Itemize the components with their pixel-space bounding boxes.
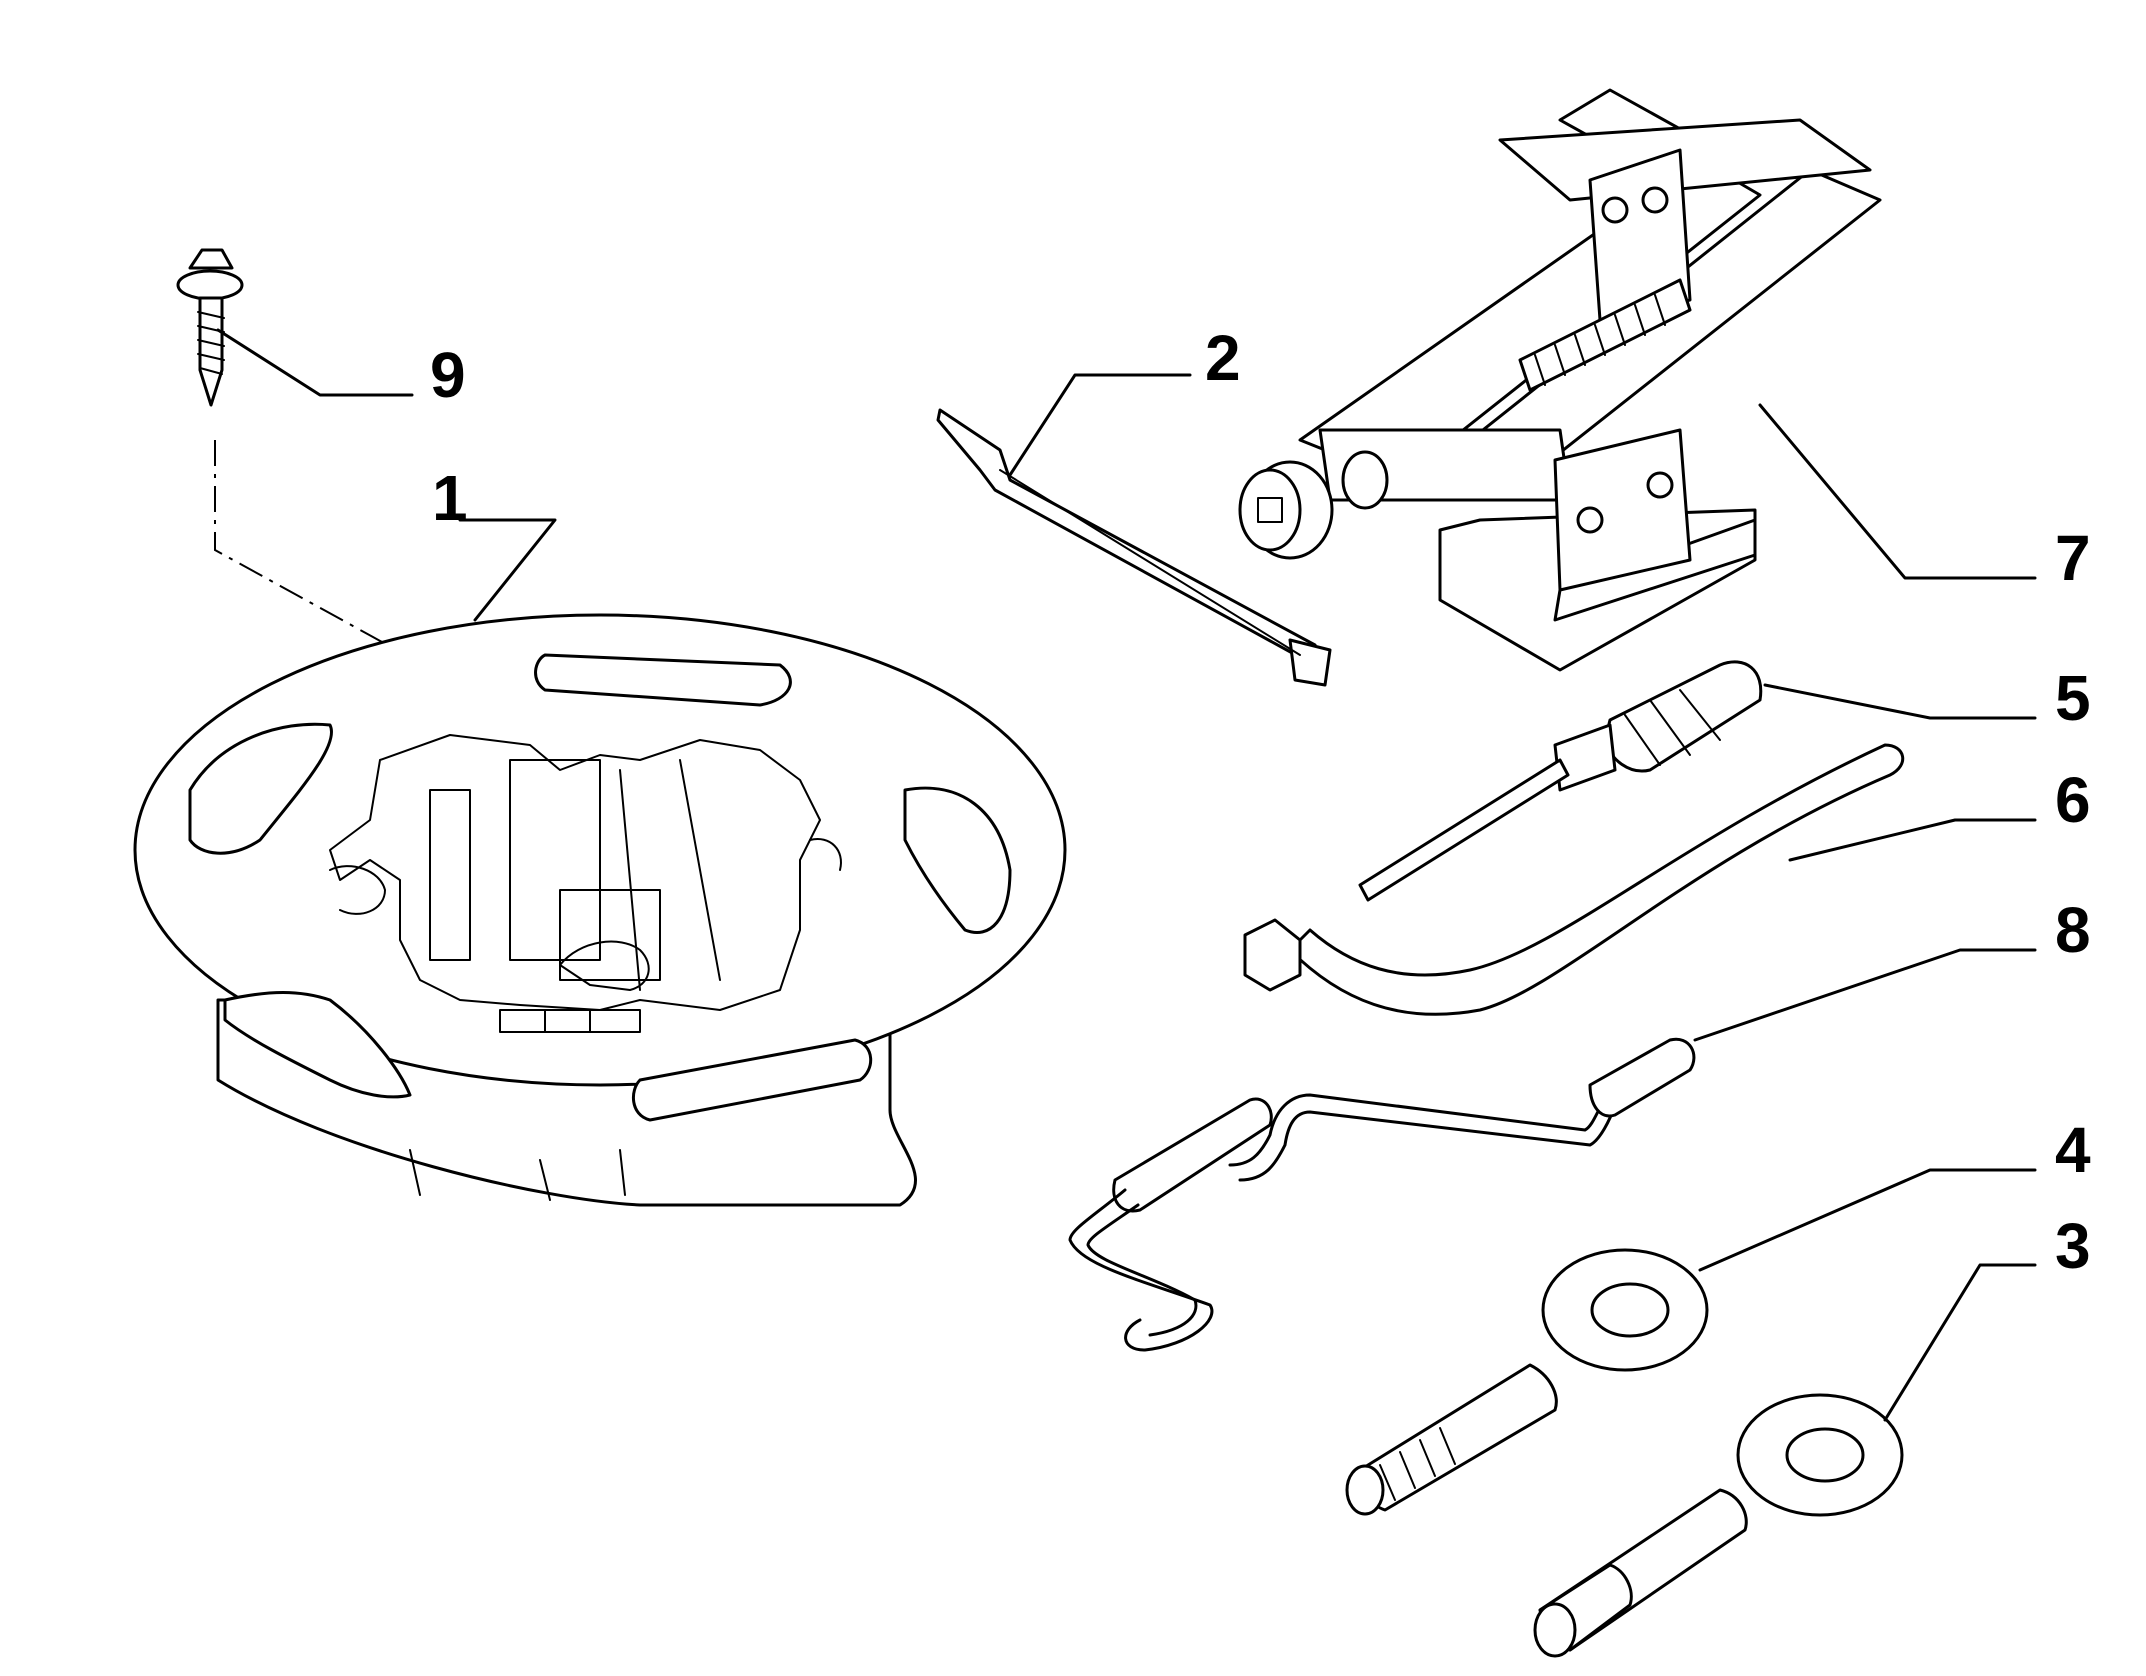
callout-8: 8 — [2055, 894, 2091, 966]
leader-line-7 — [1758, 403, 2037, 580]
callout-2: 2 — [1205, 322, 1241, 394]
screw-part — [176, 248, 244, 407]
callout-6: 6 — [2055, 764, 2091, 836]
cable-tie-part — [936, 408, 1332, 687]
leader-line-1 — [458, 518, 557, 622]
callout-3: 3 — [2055, 1210, 2091, 1282]
crank-handle-part — [1068, 1037, 1696, 1352]
wheel-brace-part — [1243, 743, 1904, 1016]
leader-lines — [216, 328, 2037, 1422]
callout-7: 7 — [2055, 522, 2091, 594]
leader-line-8 — [1693, 948, 2037, 1042]
callout-5: 5 — [2055, 662, 2091, 734]
towing-eye-sleeve-part — [1533, 1393, 1904, 1658]
leader-line-4 — [1698, 1168, 2037, 1272]
scissor-jack-part — [1238, 88, 1882, 672]
callout-1: 1 — [432, 462, 468, 534]
callout-9: 9 — [430, 339, 466, 411]
screwdriver-part — [1358, 660, 1763, 902]
leader-line-2 — [1008, 373, 1192, 477]
leader-line-5 — [1763, 683, 2037, 720]
leader-line-6 — [1788, 818, 2037, 862]
wheel-tray-part — [133, 613, 1067, 1207]
callout-4: 4 — [2055, 1114, 2091, 1186]
towing-eye-threaded-part — [1345, 1248, 1709, 1516]
leader-line-3 — [1883, 1263, 2037, 1422]
leader-line-9 — [216, 328, 414, 397]
